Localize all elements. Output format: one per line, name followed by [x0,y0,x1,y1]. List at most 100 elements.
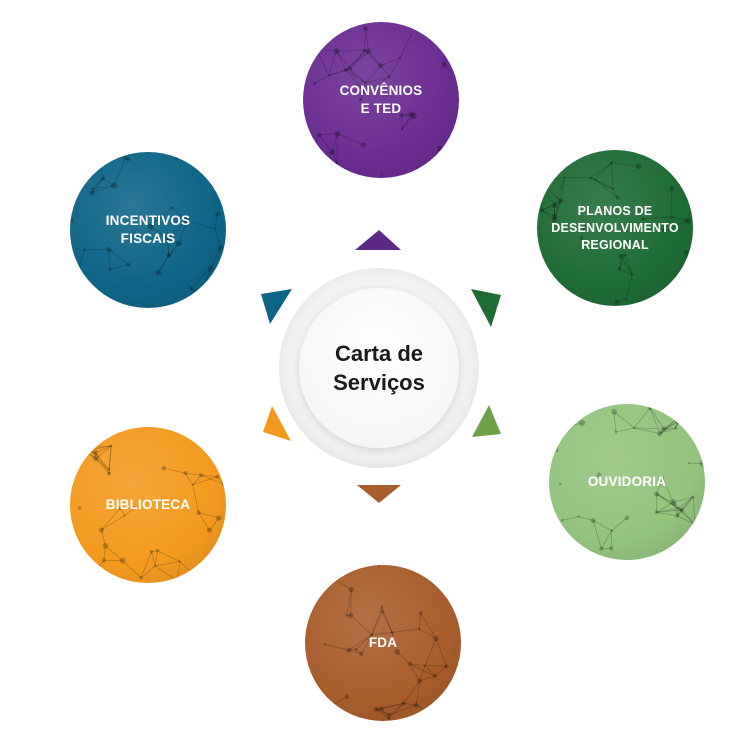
network-line [360,82,366,101]
network-line [365,28,370,52]
network-dot [360,142,367,148]
network-line [94,452,110,470]
network-dot [615,195,620,200]
network-line [613,411,635,429]
network-dot [662,228,667,233]
network-dot [577,515,580,518]
network-line [677,414,684,423]
network-line [350,615,373,636]
node-convenios-e-ted[interactable]: CONVÊNIOS E TED [303,22,459,178]
network-dot [343,67,348,72]
arrow-bottom [357,485,401,503]
network-dot [660,476,665,481]
network-line [336,50,347,71]
network-line [178,220,187,244]
node-planos-de-desenvolvimento-regional[interactable]: PLANOS DE DESENVOLVIMENTO REGIONAL [537,150,693,306]
network-dot [348,586,355,593]
network-dot [327,74,330,77]
network-line [392,628,420,633]
network-line [364,50,369,52]
network-dot [149,549,154,554]
network-dot [139,576,143,580]
network-line [168,242,180,256]
node-biblioteca[interactable]: BIBLIOTECA [70,427,226,583]
network-line [102,177,115,186]
network-line [321,696,348,712]
network-dot [679,507,685,513]
network-dot [611,408,618,415]
network-line [151,551,156,567]
network-dot [323,643,326,646]
network-line [663,414,684,430]
center-hub: Carta de Serviços [279,268,479,468]
network-dot [373,706,379,713]
network-line [677,508,682,511]
network-dot [390,630,394,635]
network-dot [557,198,564,204]
network-dot [155,549,160,553]
network-line [380,708,390,719]
network-dot [100,176,106,181]
network-dot [123,155,128,161]
node-incentivos-fiscais[interactable]: INCENTIVOS FISCAIS [70,152,226,308]
network-line [434,665,447,677]
network-line [167,238,170,256]
network-dot [676,507,679,510]
network-dot [70,217,74,224]
network-line [426,565,437,584]
network-dot [688,462,691,465]
network-line [558,422,583,430]
network-line [388,704,417,716]
network-line [554,200,561,217]
node-label: BIBLIOTECA [70,427,226,583]
network-line [439,148,443,166]
network-line [82,445,112,449]
network-line [185,472,194,485]
network-line [364,28,366,51]
network-line [620,256,633,275]
network-dot [624,253,627,256]
network-line [611,162,639,167]
network-line [376,702,404,710]
network-dot [537,150,541,157]
network-line [96,152,104,179]
network-dot [684,217,691,224]
network-line [689,462,703,465]
network-line [83,445,112,452]
network-line [108,445,112,470]
network-dot [211,434,218,441]
center-title: Carta de Serviços [279,268,479,468]
network-line [611,517,628,531]
network-line [95,445,112,454]
network-line [381,606,393,633]
node-fda[interactable]: FDA [305,565,461,721]
network-dot [441,62,448,68]
network-line [600,530,612,549]
node-ouvidoria[interactable]: OUVIDORIA [549,404,705,560]
network-dot [362,90,365,93]
center-hub-inner [299,288,459,448]
network-dot [579,419,586,427]
network-dot [183,471,188,476]
network-line [177,572,193,582]
network-dot [551,213,558,219]
network-dot [209,182,214,186]
network-line [336,133,338,164]
network-line [167,237,180,244]
network-dot [614,299,620,305]
node-label: INCENTIVOS FISCAIS [70,152,226,308]
network-line [213,430,216,438]
network-line [613,411,617,433]
network-line [685,274,689,297]
network-line [196,300,212,306]
network-line [594,162,612,181]
network-line [659,427,676,434]
network-dot [614,430,618,434]
network-line [420,612,437,639]
network-line [101,515,125,531]
network-line [337,133,364,146]
network-line [100,530,106,546]
network-dot [92,449,99,456]
network-line [541,205,555,211]
network-dot [610,529,614,533]
